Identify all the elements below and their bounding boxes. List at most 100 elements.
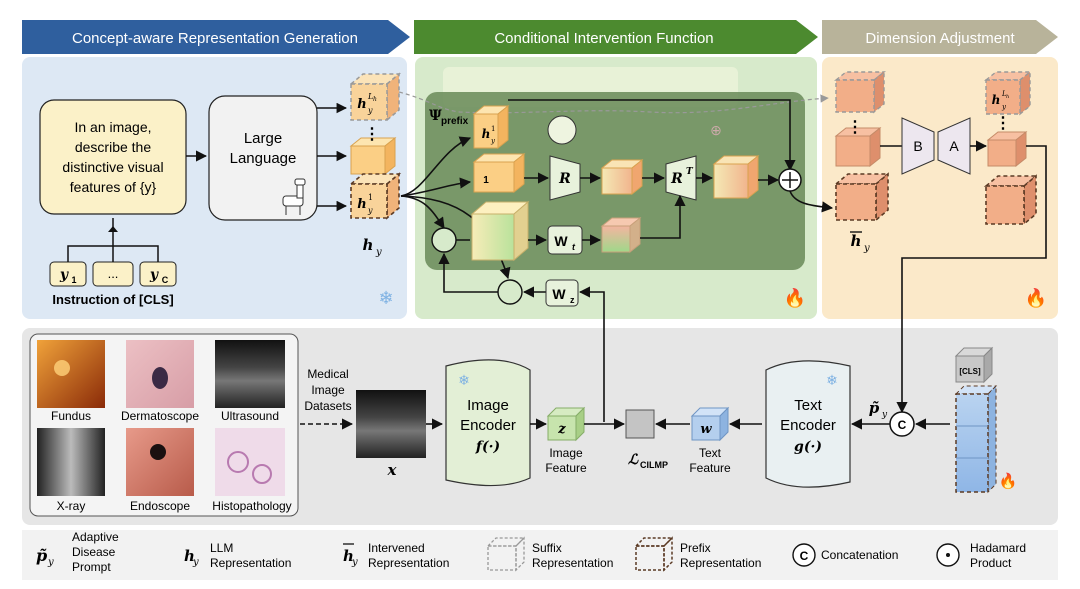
text-encoder-line2: Encoder [780, 417, 836, 434]
prefix-cube-stage3 [833, 172, 891, 222]
w-label: w [700, 422, 712, 437]
h-right-sub: y [1001, 103, 1007, 111]
text-feature-line1: Text [699, 446, 722, 460]
panel-dimension [822, 57, 1058, 319]
cube-one [472, 152, 526, 194]
p-sub: y [881, 410, 888, 420]
svg-text:Disease: Disease [72, 545, 116, 559]
prefix-prompt-stack [954, 384, 998, 494]
image-encoder-line1: Image [467, 397, 509, 414]
wt-sub: t [572, 242, 576, 252]
svg-text:h: h [343, 547, 354, 565]
hy-label-sub: y [375, 247, 382, 258]
legend-adaptive: p̃ y Adaptive Disease Prompt [36, 530, 119, 574]
image-encoder-frozen-icon: ❄ [458, 372, 470, 388]
xray-image [37, 428, 105, 496]
trainable-icon-stage3: 🔥 [1025, 287, 1047, 308]
fan-arrow-1 [400, 136, 472, 197]
h-top-base: h [357, 97, 366, 112]
skip-line [508, 99, 796, 172]
ultrasound-caption: Ultrasound [221, 409, 279, 423]
svg-text:Representation: Representation [210, 556, 291, 570]
loss-node [625, 409, 655, 439]
w-feature-cube [690, 406, 730, 442]
arrow-suffix-passthrough [398, 91, 829, 114]
legend-hadamard: Hadamard Product [936, 541, 1026, 570]
legend-suffix: Suffix Representation [486, 536, 613, 572]
cube-one-label: 1 [483, 175, 489, 186]
z-label: z [557, 422, 566, 437]
svg-text:Suffix: Suffix [532, 541, 562, 555]
legend-prefix: Prefix Representation [634, 536, 761, 572]
wt-W: W [554, 233, 568, 249]
A-label: A [949, 138, 959, 154]
image-feature-line2: Feature [545, 461, 587, 475]
stage1-label: Concept-aware Representation Generation [72, 30, 358, 47]
prompt-line3: distinctive visual [62, 159, 163, 175]
endoscope-image [126, 428, 194, 496]
fundus-image [37, 340, 105, 408]
suffix-cube-stage3 [834, 70, 886, 114]
h-top-sup-h: h [373, 96, 377, 103]
legend-bar [22, 530, 1058, 580]
text-encoder [765, 360, 851, 488]
R-trapezoid [549, 155, 581, 201]
trainable-icon-stage2: 🔥 [784, 287, 806, 308]
psi-sub: prefix [441, 116, 469, 127]
z-feature-cube [546, 406, 586, 442]
h1-cube [472, 104, 510, 150]
stage3-label: Dimension Adjustment [865, 30, 1015, 47]
B-block [901, 117, 935, 175]
arrow-to-concat [896, 145, 1047, 414]
stage-header-2: Conditional Intervention Function [414, 20, 818, 54]
svg-text:Representation: Representation [368, 556, 449, 570]
class-y1-sub: 1 [71, 275, 76, 285]
prefix-cube-stage3-right [983, 174, 1039, 226]
h1-sup: 1 [491, 125, 495, 133]
prompt-line2: describe the [75, 139, 151, 155]
B-label: B [913, 138, 922, 154]
gate-node [497, 279, 523, 305]
faded-oplus: ⊕ [710, 122, 722, 138]
xray-caption: X-ray [57, 499, 86, 513]
image-encoder [445, 359, 531, 487]
wz-sub: z [570, 295, 575, 305]
frozen-icon: ❄ [378, 288, 393, 308]
concat-node [889, 411, 915, 437]
loss-symbol: ℒ [628, 452, 639, 468]
stage2-label: Conditional Intervention Function [494, 30, 713, 47]
class-yc-label: y [149, 267, 159, 283]
svg-text:C: C [800, 549, 809, 563]
class-yc-sub: C [162, 275, 169, 285]
llm-line2: Language [230, 150, 297, 167]
image-feature-line1: Image [549, 446, 583, 460]
h-right-base: h [992, 93, 1001, 107]
llama-icon [282, 178, 306, 215]
psi-symbol: Ψ [429, 108, 442, 124]
text-encoder-line1: Text [794, 397, 822, 414]
svg-text:LLM: LLM [210, 541, 233, 555]
dermatoscope-caption: Dermatoscope [121, 409, 199, 423]
h-bottom-sub: y [367, 206, 373, 215]
svg-text:h: h [184, 547, 195, 565]
trainable-icon-prompt: 🔥 [999, 472, 1018, 490]
hadamard-node [431, 227, 457, 253]
input-image-x [356, 390, 426, 458]
instruction-label: Instruction of [CLS] [52, 292, 173, 307]
dataset-line3: Datasets [304, 399, 351, 413]
vdots-stage3: ⋮ [847, 119, 863, 136]
svg-text:p̃: p̃ [36, 546, 47, 565]
svg-text:Hadamard: Hadamard [970, 541, 1026, 555]
hy-label-base: h [363, 236, 374, 254]
fundus-caption: Fundus [51, 409, 91, 423]
cls-label: [CLS] [959, 367, 981, 376]
prompt-line1: In an image, [74, 119, 151, 135]
gated-cube [470, 200, 530, 262]
h-right-sup-h: h [1006, 94, 1009, 100]
h-bottom-sup: 1 [368, 193, 373, 202]
output-cube [712, 154, 760, 200]
cube-stage3-mid [834, 126, 882, 168]
svg-text:Prompt: Prompt [72, 560, 111, 574]
hbar-label-sub: y [863, 243, 870, 254]
svg-text:y: y [47, 557, 54, 568]
